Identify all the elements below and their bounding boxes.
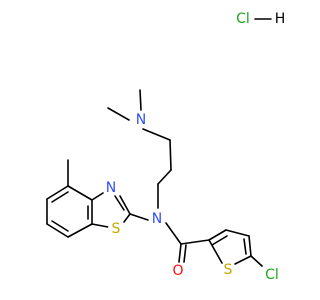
label-backing [133,112,149,128]
benzene-bond-4-double [51,220,69,232]
thiophene-sulfur-label: S [224,262,233,278]
methyl-bond-1 [107,107,130,121]
amide-n-bonds [129,213,182,245]
label-backing [170,263,186,279]
thiophene-chlorine-label: Cl [265,267,279,283]
thiazole-bond-2 [91,192,104,201]
label-backing [108,221,124,237]
carbonyl-oxygen-label: O [172,263,183,279]
c-o-double-bond-b [183,244,187,263]
benzene-ring [46,159,93,238]
hcl-chlorine-label: Cl [236,11,250,27]
thiophene-bond-1 [208,229,227,241]
c-thiophene-bond [180,239,210,245]
thiophene-bond-5 [208,239,223,264]
atom-labels: N N N S O S Cl [103,112,282,285]
c-o-double-bond-a [178,243,182,263]
thiazole-bond-5 [123,213,131,223]
benzene-bond-5 [67,223,93,238]
thiophene-bond-1-double [211,235,228,246]
thiazole-bond-1-double [114,195,125,211]
hcl-hydrogen-label: H [275,11,286,27]
thiazole-sulfur-label: S [112,221,121,237]
thiazole-bond-1 [119,195,131,215]
thiophene-cl-bond [250,255,263,267]
benzene-bond-4 [46,223,69,238]
dimethylamino-group [107,89,171,141]
benzene-bond-2-double [51,191,69,203]
methyl-bond-2 [139,89,142,111]
n-chain-bond [142,128,171,141]
thiophene-bond-4 [234,255,252,265]
carbonyl-group [178,239,210,263]
molecule-structure: Cl H [46,11,285,285]
chain-bond-1 [169,139,172,171]
n-carbonyl-bond [165,222,182,245]
amide-nitrogen-label: N [152,211,162,227]
dimethyl-nitrogen-label: N [136,112,146,128]
thiazole-bond-4 [91,223,109,228]
thiazole-nitrogen-label: N [106,180,116,196]
thiophene-bond-3 [248,235,252,257]
label-backing [220,262,236,278]
n-benzothiazole-bond [129,213,149,221]
chain-bond-2 [157,169,172,185]
propyl-chain [157,139,172,209]
label-backing [103,180,119,196]
thiophene-bond-2 [225,229,250,237]
benzene-bond-2 [46,185,69,200]
thiazole-ring [91,192,131,228]
label-backing [262,265,282,285]
label-backing [149,211,165,227]
thiophene-ring [208,229,263,267]
thiophene-bond-3-double [243,238,247,255]
hcl-salt: Cl H [236,11,285,27]
benzene-bond-1 [67,185,93,201]
